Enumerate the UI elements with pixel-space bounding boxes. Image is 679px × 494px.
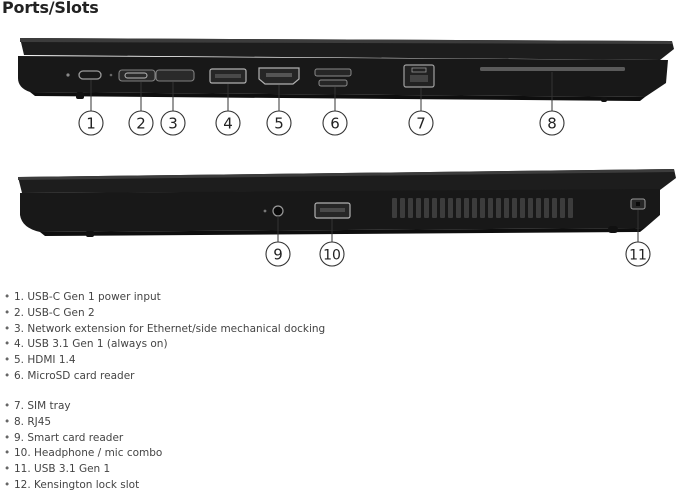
- callout-2: 2: [128, 110, 154, 136]
- lock-slot-hole: [636, 202, 640, 206]
- list-item: 5. HDMI 1.4: [4, 353, 325, 369]
- rubber-foot: [608, 226, 618, 233]
- base-shadow: [40, 228, 645, 236]
- indicator-dot: [109, 73, 113, 77]
- base-shadow: [30, 92, 645, 101]
- svg-text:3: 3: [168, 115, 178, 133]
- callout-11: 11: [625, 241, 651, 267]
- callout-9: 9: [265, 241, 291, 267]
- laptop-left-side-view: 1 2 3 4 5 6 7 8: [18, 38, 674, 136]
- svg-text:1: 1: [86, 115, 96, 133]
- list-item: 6. MicroSD card reader: [4, 369, 325, 385]
- usb-c-power-port: [78, 70, 102, 80]
- spec-list-group-2: 7. SIM tray 8. RJ45 9. Smart card reader…: [4, 399, 162, 494]
- rj45-contacts: [410, 75, 428, 82]
- list-item: 8. RJ45: [4, 415, 162, 431]
- network-extension-port: [118, 69, 156, 82]
- list-item: 4. USB 3.1 Gen 1 (always on): [4, 337, 325, 353]
- laptop-right-side-view: 9 10 11: [18, 169, 676, 267]
- headset-icon: [263, 209, 267, 213]
- svg-text:6: 6: [330, 115, 340, 133]
- svg-text:8: 8: [547, 115, 557, 133]
- callout-8: 8: [539, 110, 565, 136]
- spec-list-group-1: 1. USB-C Gen 1 power input 2. USB-C Gen …: [4, 290, 325, 385]
- lid-highlight: [20, 38, 672, 44]
- list-item: 11. USB 3.1 Gen 1: [4, 462, 162, 478]
- hdmi-contacts: [266, 73, 292, 77]
- callout-4: 4: [215, 110, 241, 136]
- svg-text:11: 11: [629, 248, 647, 264]
- usb-a-tongue: [215, 74, 241, 78]
- rubber-foot: [601, 97, 607, 102]
- laptop-side-views: 1 2 3 4 5 6 7 8: [18, 38, 676, 267]
- list-item: 7. SIM tray: [4, 399, 162, 415]
- svg-text:9: 9: [273, 246, 283, 264]
- callout-6: 6: [322, 110, 348, 136]
- rubber-foot: [76, 92, 84, 99]
- list-item: 12. Kensington lock slot: [4, 478, 162, 494]
- callout-10: 10: [319, 241, 345, 267]
- usb-c-gen2-port: [124, 72, 148, 79]
- list-item: 2. USB-C Gen 2: [4, 306, 325, 322]
- callout-1: 1: [78, 110, 104, 136]
- sim-tray-slot: [314, 68, 352, 77]
- list-item: 3. Network extension for Ethernet/side m…: [4, 322, 325, 338]
- microsd-slot: [318, 79, 348, 87]
- callout-5: 5: [266, 110, 292, 136]
- leader-lines: [277, 210, 639, 242]
- headphone-jack: [272, 205, 284, 217]
- callout-7: 7: [408, 110, 434, 136]
- leader-lines: [90, 72, 553, 111]
- page-title: Ports/Slots: [2, 0, 99, 17]
- rubber-foot: [86, 231, 94, 237]
- svg-text:2: 2: [136, 115, 146, 133]
- rj45-icon: [411, 67, 427, 73]
- usb-a-tongue: [320, 208, 345, 212]
- docking-port: [155, 69, 195, 82]
- svg-text:5: 5: [274, 115, 284, 133]
- svg-text:10: 10: [323, 248, 341, 264]
- list-item: 10. Headphone / mic combo: [4, 446, 162, 462]
- power-led: [66, 73, 70, 77]
- svg-text:4: 4: [223, 115, 233, 133]
- list-item: 9. Smart card reader: [4, 431, 162, 447]
- smart-card-slot: [480, 67, 625, 71]
- callout-3: 3: [160, 110, 186, 136]
- lid-highlight: [18, 169, 674, 180]
- list-item: 1. USB-C Gen 1 power input: [4, 290, 325, 306]
- cooling-vent: [392, 198, 573, 218]
- svg-text:7: 7: [416, 115, 426, 133]
